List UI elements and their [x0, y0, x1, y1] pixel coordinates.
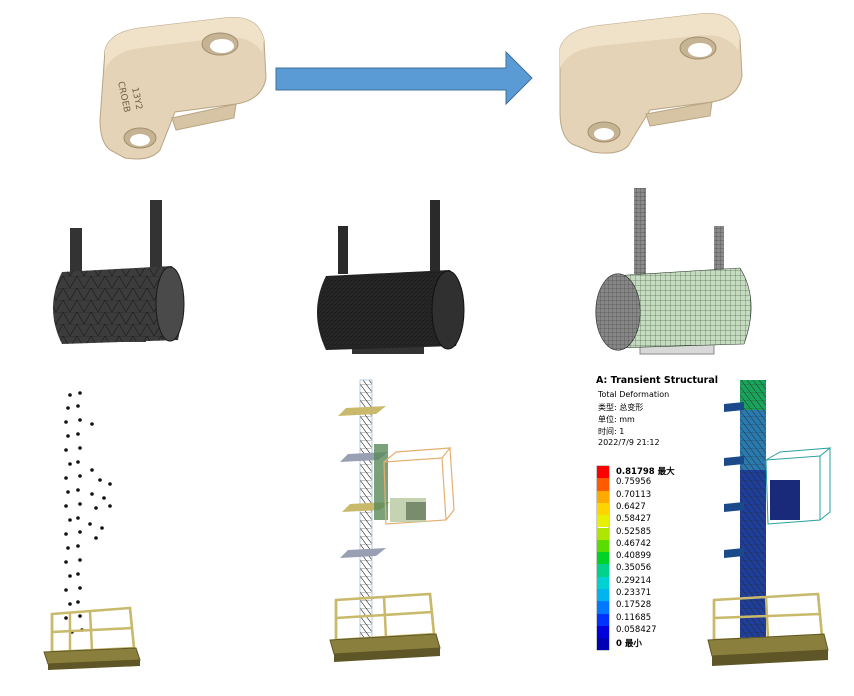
engraving-line1: 13Y2 — [129, 87, 143, 111]
legend-value: 0.52585 — [616, 526, 652, 537]
legend-value: 0.17528 — [616, 600, 652, 611]
legend-swatch — [597, 502, 609, 516]
legend-swatch — [597, 613, 609, 626]
legend-type: 类型: 总变形 — [598, 403, 644, 412]
legend-swatch — [597, 466, 609, 479]
fine-mesh-tank — [317, 200, 465, 354]
hoist-wireframe-model — [329, 379, 455, 662]
simplified-part-model — [559, 13, 743, 154]
legend-swatch — [597, 490, 609, 503]
legend-swatch — [597, 478, 609, 491]
arrow-right — [275, 50, 533, 106]
legend-swatch — [597, 515, 609, 528]
coarse-mesh-tank — [53, 200, 185, 344]
mass-point-model — [43, 391, 141, 670]
original-part-model: 13Y2 CROEB — [99, 16, 267, 160]
legend-value: 0.11685 — [616, 612, 652, 623]
deformation-result-model — [707, 380, 832, 666]
legend-unit: 单位: mm — [598, 415, 635, 424]
legend-swatch — [597, 527, 609, 540]
legend-value: 0.70113 — [616, 489, 652, 500]
legend-value: 0.29214 — [616, 575, 652, 586]
legend-value: 0.35056 — [616, 563, 652, 574]
legend-value: 0.058427 — [616, 624, 657, 635]
legend-result: Total Deformation — [598, 390, 670, 399]
legend-swatch — [597, 589, 609, 602]
legend-value: 0.40899 — [616, 551, 652, 562]
legend-swatch — [597, 625, 609, 639]
legend-value: 0.81798 最大 — [616, 467, 675, 477]
legend-time: 时间: 1 — [598, 427, 625, 436]
legend-value: 0.58427 — [616, 514, 652, 525]
legend-swatch — [597, 539, 609, 553]
legend-swatch — [597, 601, 609, 614]
legend-swatch — [597, 552, 609, 565]
legend-value: 0.23371 — [616, 588, 652, 598]
legend-swatch — [597, 576, 609, 589]
legend-date: 2022/7/9 21:12 — [598, 438, 660, 447]
hex-mesh-tank — [595, 188, 752, 355]
legend-value: 0.6427 — [616, 501, 646, 512]
legend-swatch — [597, 638, 609, 651]
legend-value: 0 最小 — [616, 639, 642, 650]
legend-swatch — [597, 564, 609, 577]
legend-value: 0.75956 — [616, 477, 652, 488]
legend-value: 0.46742 — [616, 538, 652, 549]
legend-title: A: Transient Structural — [596, 375, 719, 386]
